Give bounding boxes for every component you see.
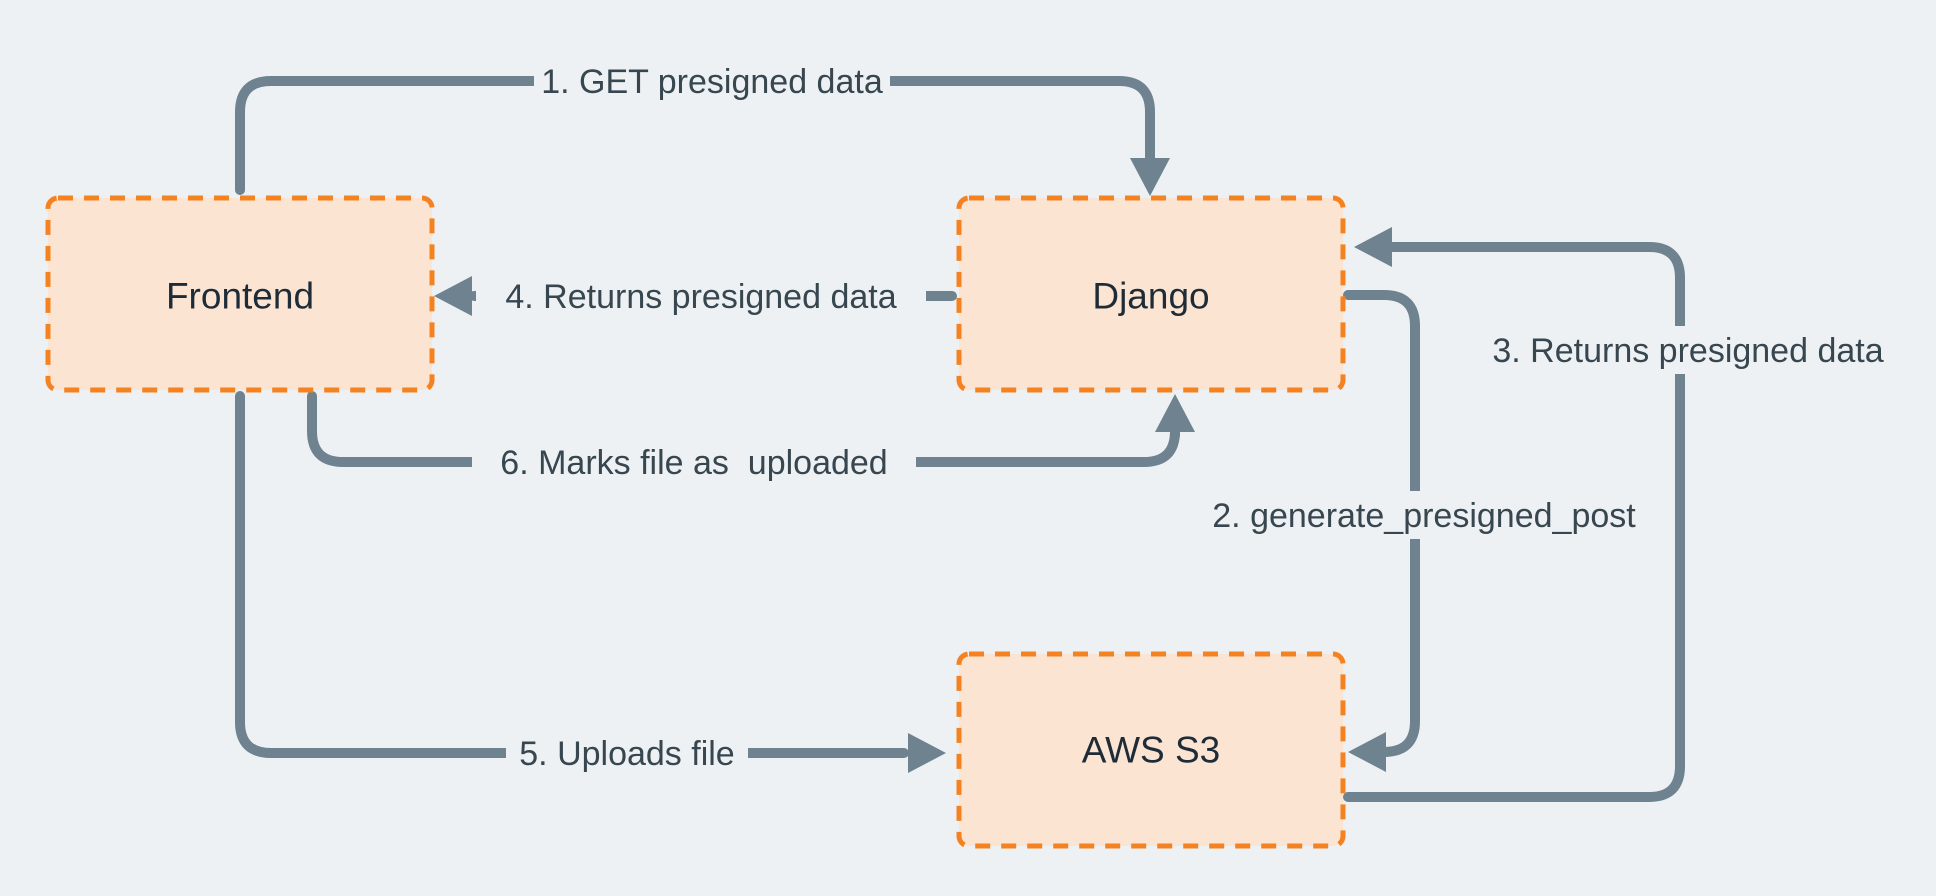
edge-2-label: 2. generate_presigned_post [1212, 497, 1636, 535]
edge-5-arrowhead-icon [908, 733, 946, 773]
node-aws-s3-box [956, 651, 1346, 849]
edge-4-arrowhead-icon [434, 276, 472, 316]
edge-4-label-plate [476, 272, 926, 320]
edge-2-label-plate [1198, 491, 1650, 539]
edge-3-path [1343, 242, 1685, 802]
edge-3-arrowhead-icon [1354, 227, 1392, 267]
edge-1-label-plate [534, 57, 890, 105]
edge-label-plates [472, 57, 1896, 777]
edge-6-arrowhead-icon [1155, 394, 1195, 432]
node-frontend-box [45, 195, 435, 393]
edge-labels: 1. GET presigned data 4. Returns presign… [500, 63, 1883, 773]
edge-5-label-plate [506, 729, 748, 777]
edge-1-arrowhead-icon [1130, 158, 1170, 196]
edge-2-arrowhead-icon [1348, 732, 1386, 772]
nodes: Frontend Django AWS S3 [45, 195, 1346, 849]
edge-1-label: 1. GET presigned data [541, 63, 883, 101]
edge-5-label: 5. Uploads file [519, 735, 734, 773]
node-frontend-label: Frontend [166, 276, 314, 317]
edge-3-label: 3. Returns presigned data [1492, 332, 1883, 370]
edge-3-label-plate [1480, 326, 1896, 374]
edge-6-label: 6. Marks file as uploaded [500, 444, 887, 482]
edge-4-label: 4. Returns presigned data [505, 278, 896, 316]
edge-6-label-plate [472, 438, 916, 486]
node-django-box [956, 195, 1346, 393]
node-aws-s3-label: AWS S3 [1082, 730, 1220, 771]
node-aws-s3: AWS S3 [956, 651, 1346, 849]
node-django: Django [956, 195, 1346, 393]
edge-5-path [235, 391, 909, 758]
node-frontend: Frontend [45, 195, 435, 393]
node-django-label: Django [1092, 276, 1209, 317]
edge-2-path [1343, 290, 1420, 757]
